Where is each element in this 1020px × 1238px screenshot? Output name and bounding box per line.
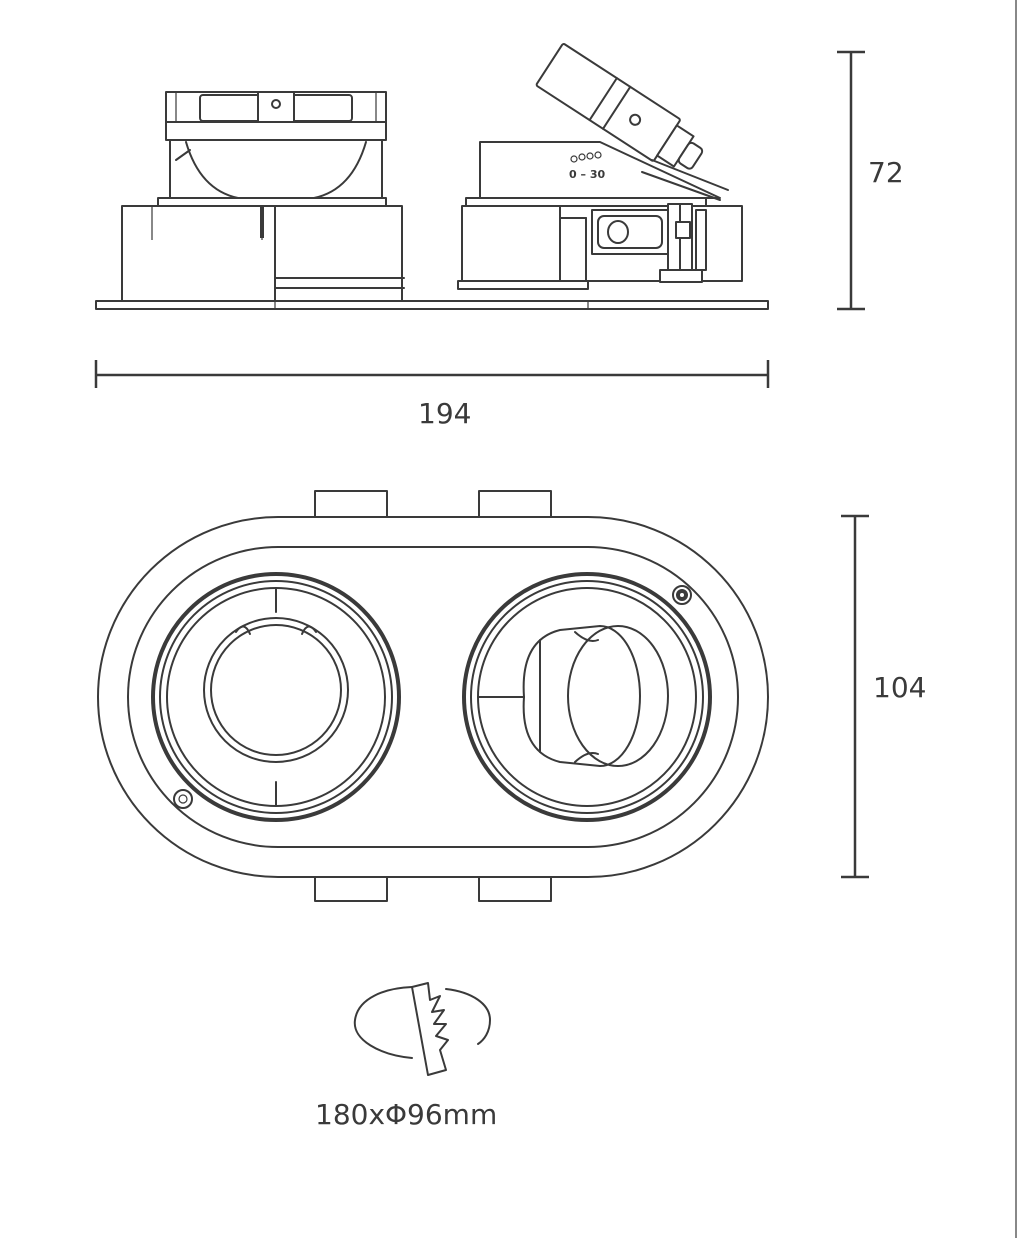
depth-label: 104 <box>873 671 926 704</box>
height-dimension: 72 <box>837 50 904 311</box>
spring-clip <box>314 873 388 902</box>
height-label: 72 <box>868 156 904 189</box>
trim-plate <box>95 300 769 310</box>
width-dimension: 194 <box>94 360 770 430</box>
cutout-label: 180xΦ96mm <box>315 1098 497 1131</box>
spring-clip <box>478 490 552 519</box>
inner-trim <box>127 546 739 848</box>
outer-trim <box>97 516 769 878</box>
tilt-angle-label: 0 – 30 <box>569 168 605 181</box>
depth-dimension: 104 <box>841 514 926 879</box>
right-lamp-ring <box>462 572 712 822</box>
spring-clip <box>314 490 388 519</box>
left-lamp-ring <box>151 572 401 822</box>
left-housing <box>121 91 405 302</box>
side-view: 0 – 30 <box>95 43 769 310</box>
cutout-icon <box>353 982 491 1076</box>
right-housing: 0 – 30 <box>457 43 743 290</box>
top-view <box>97 490 769 902</box>
width-label: 194 <box>418 397 471 430</box>
spring-clip <box>478 873 552 902</box>
tilted-lamp <box>535 43 704 170</box>
